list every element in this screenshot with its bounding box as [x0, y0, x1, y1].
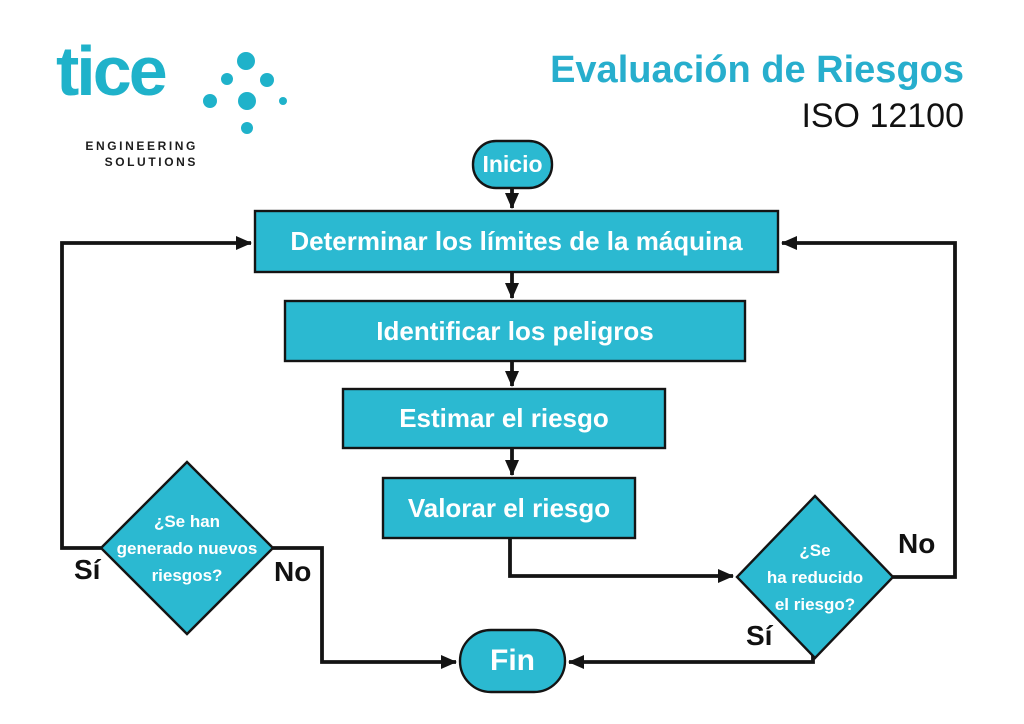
logo-dot-icon — [279, 97, 287, 105]
right-decision-label: ¿Se ha reducido el riesgo? — [737, 496, 893, 658]
logo-dot-icon — [260, 73, 274, 87]
logo-dot-icon — [203, 94, 217, 108]
logo-subtitle: ENGINEERING SOLUTIONS — [60, 138, 198, 170]
left-decision-no-label: No — [274, 556, 312, 587]
left-decision-line2: generado nuevos — [116, 538, 258, 558]
logo-dot-icon — [237, 52, 255, 70]
logo-tice: tice — [56, 32, 168, 110]
step2-label: Identificar los peligros — [376, 315, 654, 346]
step1-label: Determinar los límites de la máquina — [290, 226, 743, 256]
right-decision-line1: ¿Se — [799, 540, 831, 560]
left-decision-line1: ¿Se han — [153, 511, 221, 531]
logo-dots-icon — [200, 50, 300, 140]
logo-dot-icon — [221, 73, 233, 85]
logo-subtitle-line1: ENGINEERING — [85, 139, 198, 153]
step3-label: Estimar el riesgo — [399, 403, 609, 433]
step4-label: Valorar el riesgo — [407, 492, 611, 523]
left-decision-line3: riesgos? — [151, 565, 223, 585]
page-subtitle: ISO 12100 — [801, 97, 964, 135]
left-decision-label: ¿Se han generado nuevos riesgos? — [101, 462, 273, 634]
logo-subtitle-line2: SOLUTIONS — [104, 155, 198, 169]
page-title: Evaluación de Riesgos — [550, 49, 964, 91]
start-node-label: Inicio — [482, 151, 543, 177]
logo-dot-icon — [241, 122, 253, 134]
end-node-label: Fin — [490, 644, 535, 677]
logo-dot-icon — [238, 92, 256, 110]
right-decision-yes-label: Sí — [746, 620, 773, 651]
left-decision-yes-label: Sí — [74, 554, 101, 585]
right-decision-line2: ha reducido — [766, 567, 864, 587]
right-decision-line3: el riesgo? — [774, 594, 856, 614]
right-decision-no-label: No — [898, 528, 936, 559]
